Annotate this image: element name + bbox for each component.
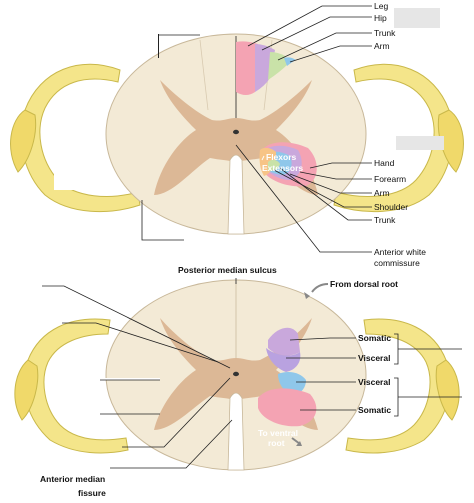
label-hip: Hip — [374, 13, 387, 23]
top-left-nerve — [10, 63, 141, 212]
label-trunk: Trunk — [374, 28, 396, 38]
label-anterior-median-fissure: Anterior median — [40, 474, 105, 484]
label-trunk-lower: Trunk — [374, 215, 396, 225]
label-to-ventral-root-2: root — [268, 438, 285, 448]
mask-top-right — [394, 8, 440, 28]
bottom-leaders — [42, 278, 462, 469]
bottom-central-canal — [233, 371, 239, 377]
bottom-left-nerve — [14, 318, 129, 454]
label-anterior-white-commissure-2: commissure — [374, 258, 420, 268]
ventral-trunk — [268, 159, 280, 171]
label-shoulder: Shoulder — [374, 202, 408, 212]
zone-visceral-sensory — [266, 348, 301, 372]
label-posterior-median-sulcus: Posterior median sulcus — [178, 265, 277, 275]
zone-somatic-motor — [258, 388, 317, 427]
label-leg: Leg — [374, 1, 388, 11]
top-right-nerve — [333, 63, 464, 212]
label-extensors: Extensors — [262, 163, 303, 173]
mask-left-top — [54, 118, 92, 190]
label-visceral-bottom: Visceral — [358, 377, 390, 387]
bottom-right-nerve — [345, 318, 460, 454]
top-leaders — [235, 5, 372, 253]
label-arm: Arm — [374, 41, 390, 51]
tract-leg — [236, 41, 258, 95]
label-anterior-median-fissure-2: fissure — [78, 488, 106, 498]
label-somatic-bottom: Somatic — [358, 405, 391, 415]
top-central-canal — [233, 129, 239, 135]
label-arm-lower: Arm — [374, 188, 390, 198]
bottom-cord — [14, 279, 460, 471]
label-flexors: Flexors — [266, 152, 297, 162]
mask-right-mid — [396, 136, 444, 150]
label-visceral-top: Visceral — [358, 353, 390, 363]
tract-trunk — [268, 52, 288, 80]
label-from-dorsal-root: From dorsal root — [330, 279, 398, 289]
label-to-ventral-root: To ventral — [258, 428, 298, 438]
label-anterior-white-commissure: Anterior white — [374, 247, 426, 257]
label-forearm: Forearm — [374, 174, 406, 184]
label-somatic-top: Somatic — [358, 333, 391, 343]
top-anterior-fissure — [227, 154, 245, 235]
zone-somatic-sensory — [268, 327, 300, 356]
label-hand: Hand — [374, 158, 395, 168]
bottom-anterior-fissure — [227, 392, 245, 471]
